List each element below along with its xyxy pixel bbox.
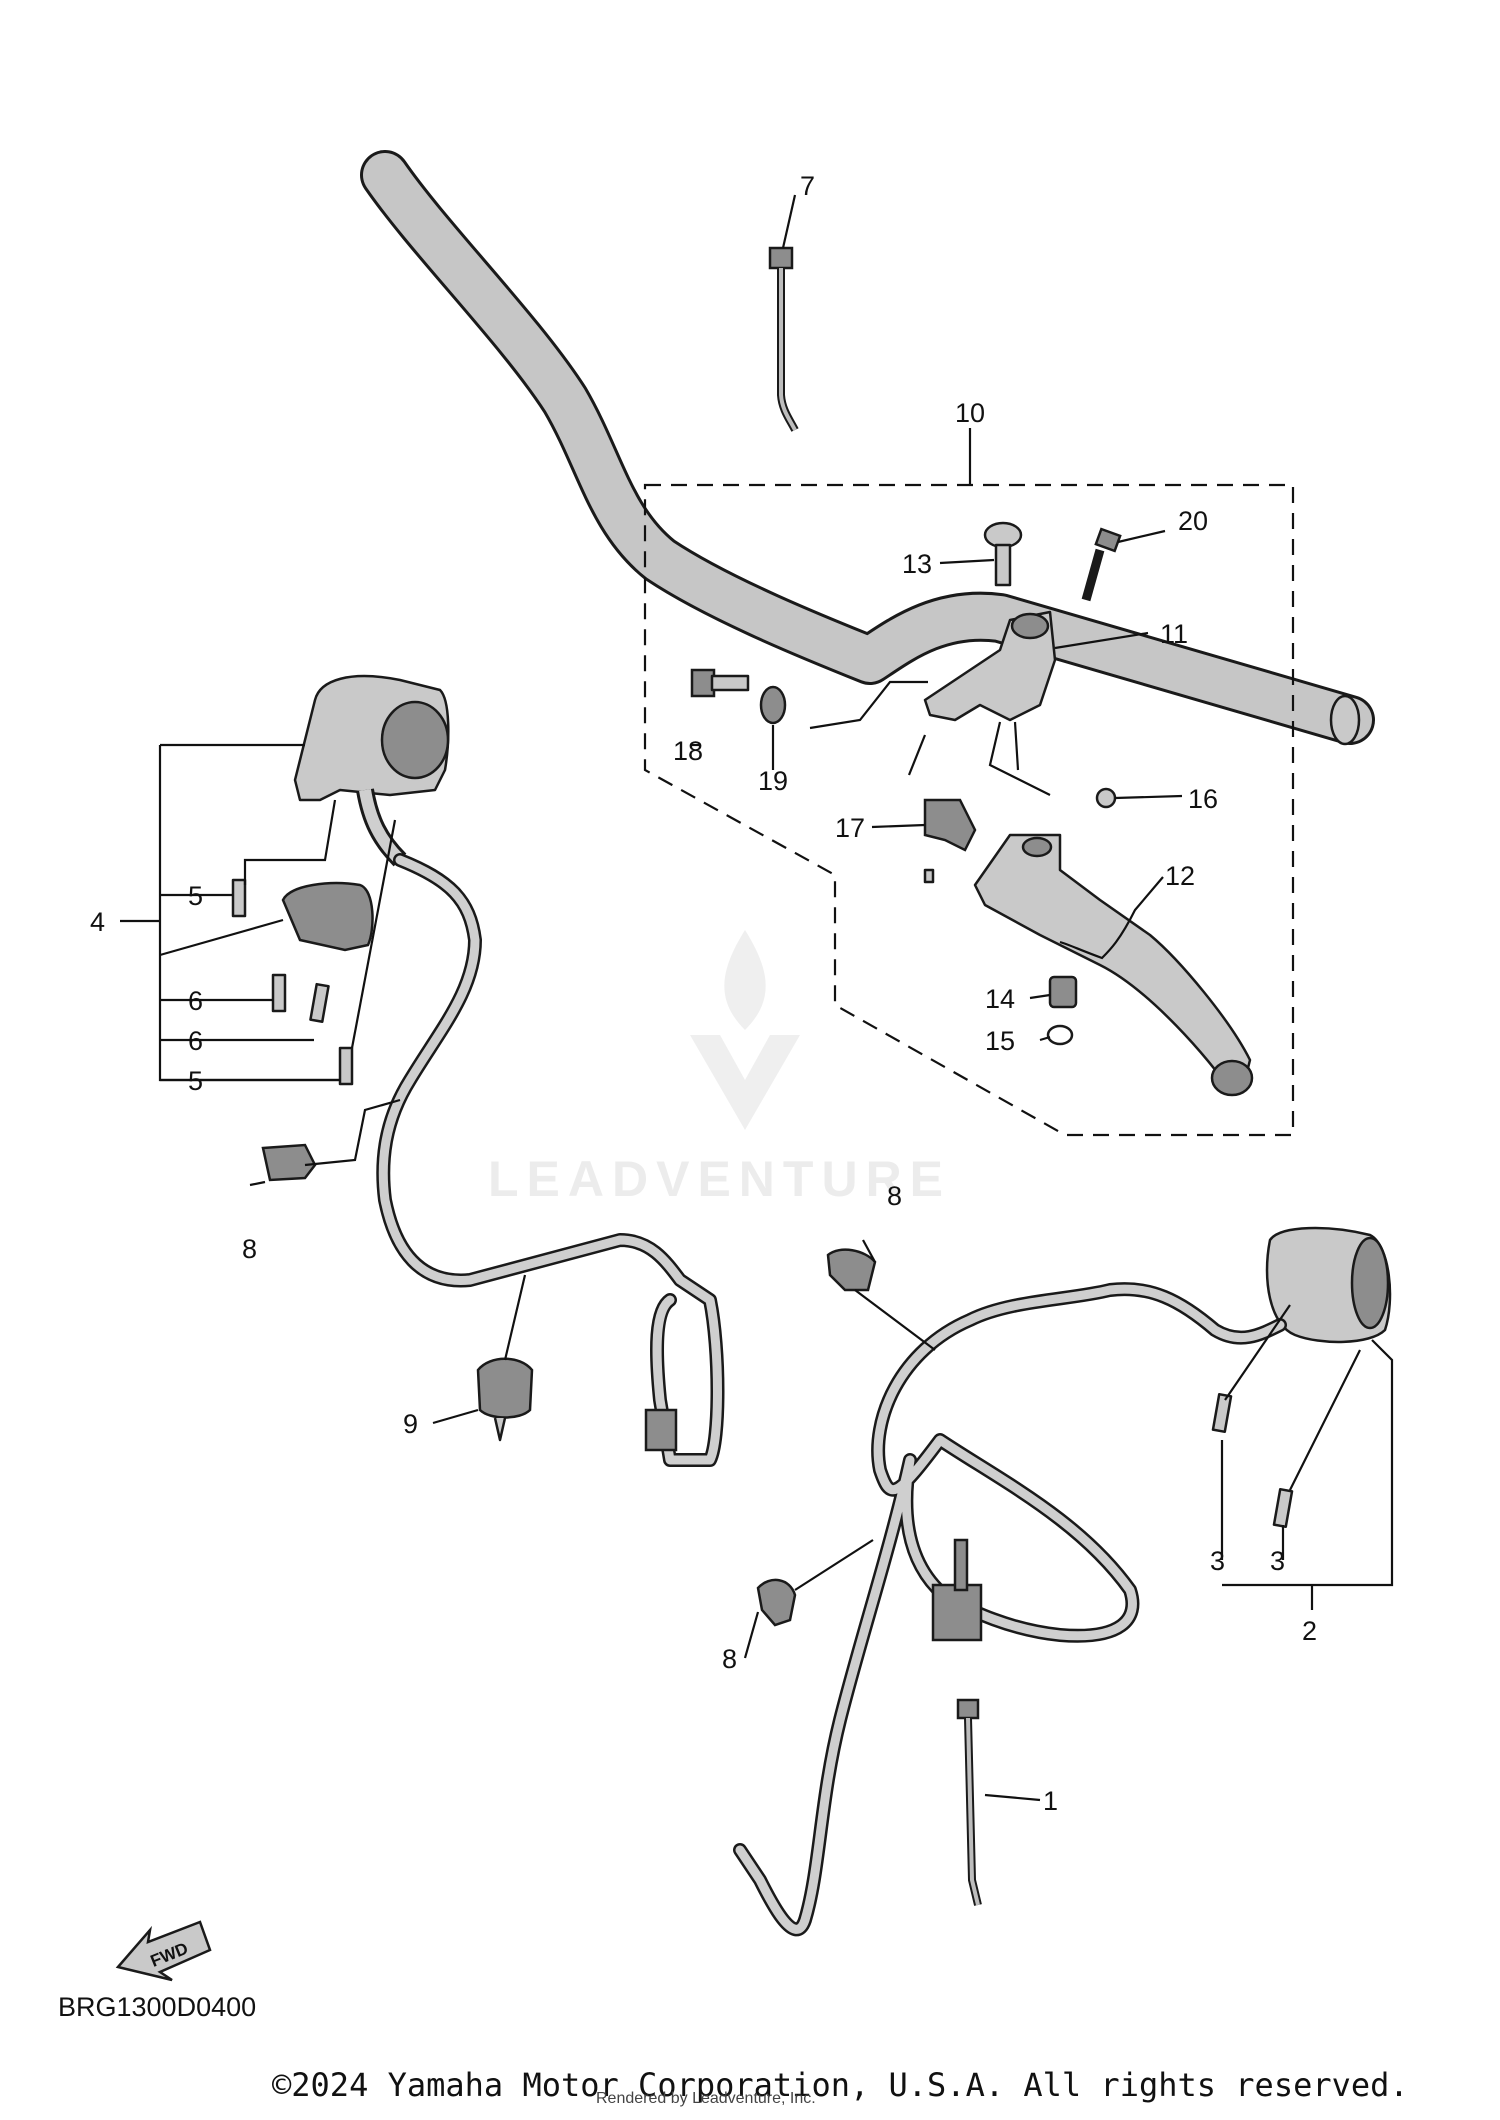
lever-holder-11[interactable] xyxy=(923,610,1057,722)
cable-band-8-lower-right[interactable] xyxy=(756,1578,797,1627)
screw-5-lower[interactable] xyxy=(338,1046,354,1086)
left-handlebar-switch-4[interactable] xyxy=(293,674,450,867)
nut-16[interactable] xyxy=(1095,787,1117,809)
callout-9: 9 xyxy=(403,1409,418,1439)
lever-assembly-boundary xyxy=(643,483,1295,1137)
leader-lines xyxy=(120,194,1394,1802)
screw-6-b[interactable] xyxy=(309,982,330,1023)
right-handlebar-switch-2[interactable] xyxy=(1265,1226,1392,1344)
callout-20: 20 xyxy=(1178,506,1208,536)
forward-arrow-icon: FWD xyxy=(115,1920,212,1982)
callout-4: 4 xyxy=(90,907,105,937)
watermark-logo-icon xyxy=(690,930,800,1130)
callout-17: 17 xyxy=(835,813,865,843)
washer-15[interactable] xyxy=(1046,1024,1074,1046)
callout-3-a: 3 xyxy=(1210,1546,1225,1576)
cable-tie-1[interactable] xyxy=(956,1698,982,1906)
handlebar[interactable] xyxy=(360,150,1375,746)
callout-2: 2 xyxy=(1302,1616,1317,1646)
callout-3-b: 3 xyxy=(1270,1546,1285,1576)
callout-16: 16 xyxy=(1188,784,1218,814)
callout-8-lower-right: 8 xyxy=(722,1644,737,1674)
switch-lower-cover[interactable] xyxy=(281,881,374,952)
callout-7: 7 xyxy=(800,171,815,201)
callout-13: 13 xyxy=(902,549,932,579)
callout-6-b: 6 xyxy=(188,1026,203,1056)
callout-5-lower: 5 xyxy=(188,1066,203,1096)
callout-8-left: 8 xyxy=(242,1234,257,1264)
watermark-text: LEADVENTURE xyxy=(488,1151,952,1207)
clamp-9[interactable] xyxy=(476,1357,534,1442)
callout-5-upper: 5 xyxy=(188,881,203,911)
screw-3-b[interactable] xyxy=(1272,1487,1294,1529)
callout-11: 11 xyxy=(1160,619,1188,649)
diagram-code: BRG1300D0400 xyxy=(58,1992,257,2022)
cable-band-8-left[interactable] xyxy=(261,1143,317,1182)
cable-tie-7[interactable] xyxy=(768,246,799,432)
bolt-20[interactable] xyxy=(1081,527,1122,602)
callout-labels: 7 10 20 13 11 18 19 16 17 12 14 15 4 5 6… xyxy=(90,171,1317,1816)
washer-19[interactable] xyxy=(759,685,787,725)
callout-6-a: 6 xyxy=(188,986,203,1016)
callout-12: 12 xyxy=(1165,861,1195,891)
copyright-notice: ©2024 Yamaha Motor Corporation, U.S.A. A… xyxy=(272,2066,1409,2104)
collar-14[interactable] xyxy=(1048,975,1078,1009)
bolt-13[interactable] xyxy=(983,521,1023,587)
bolt-18[interactable] xyxy=(690,668,750,698)
callout-1: 1 xyxy=(1043,1786,1058,1816)
cable-band-8-upper-right[interactable] xyxy=(826,1248,877,1292)
screw-3-a[interactable] xyxy=(1211,1392,1233,1434)
screw-6-a[interactable] xyxy=(271,973,287,1013)
switch-17[interactable] xyxy=(923,798,977,884)
callout-10: 10 xyxy=(955,398,985,428)
rendered-by-notice: Rendered by Leadventure, Inc. xyxy=(596,2090,816,2107)
screw-5-upper[interactable] xyxy=(231,878,247,918)
left-switch-wire-harness[interactable] xyxy=(376,853,725,1467)
right-switch-wire-harness[interactable] xyxy=(733,1282,1287,1937)
callout-8-upper-right: 8 xyxy=(887,1181,902,1211)
callout-15: 15 xyxy=(985,1026,1015,1056)
callout-19: 19 xyxy=(758,766,788,796)
clutch-lever-12[interactable] xyxy=(973,833,1254,1097)
callout-14: 14 xyxy=(985,984,1015,1014)
callout-18: 18 xyxy=(673,736,703,766)
